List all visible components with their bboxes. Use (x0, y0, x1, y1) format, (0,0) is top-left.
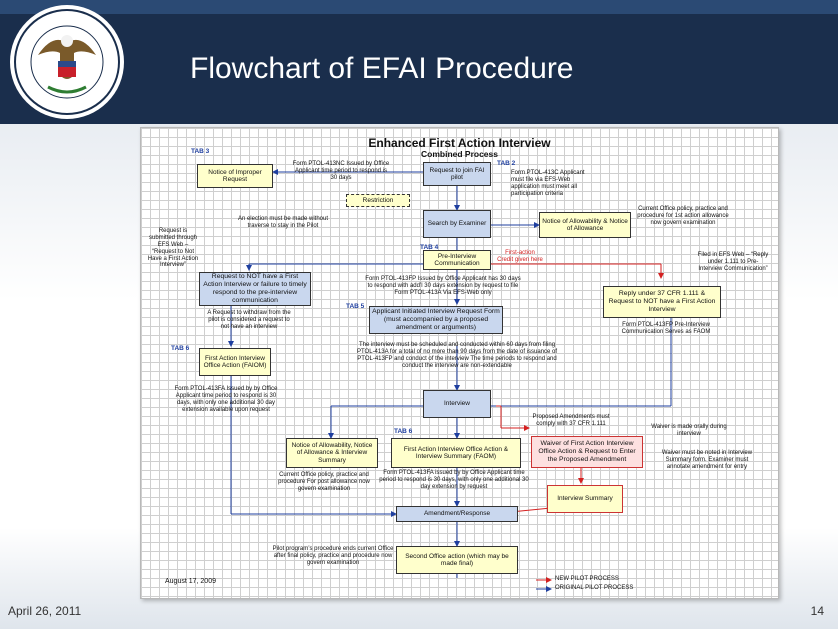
interview-box: Interview (423, 390, 491, 418)
note-withdraw: A Request to withdraw from the pilot is … (207, 310, 291, 330)
faiom-box: First Action Interview Office Action & I… (391, 438, 521, 468)
note-pilot-program: Pilot program’s procedure ends current O… (272, 546, 394, 566)
chart-title: Enhanced First Action Interview (368, 136, 551, 150)
header-top-bar (0, 0, 838, 14)
note-scheduled: The interview must be scheduled and cond… (357, 342, 558, 369)
flowchart-image: Enhanced First Action Interview Combined… (140, 127, 779, 599)
amendment-response-box: Amendment/Response (396, 506, 518, 522)
search-box: Search by Examiner (423, 210, 491, 238)
notice-improper-box: Notice of Improper Request (197, 164, 273, 188)
chart-date: August 17, 2009 (165, 578, 216, 585)
page-number: 14 (810, 604, 824, 618)
note-ptol413fa-issued: Form PTOL-413FA issued by by Office Appl… (379, 470, 529, 490)
footer-date: April 26, 2011 (8, 604, 82, 618)
note-ptol413fp-top: Form PTOL-413FP Issued by Office Applica… (365, 276, 521, 296)
note-proposed-amendments: Proposed Amendments must comply with 37 … (532, 414, 610, 427)
slide-header: Flowchart of EFAI Procedure (0, 0, 838, 124)
tab-label: TAB 6 (394, 428, 413, 435)
waiver-box: Waiver of First Action Interview Office … (531, 436, 643, 468)
faiofa-box: First Action Interview Office Action (FA… (199, 348, 271, 376)
pre-interview-box: Pre-Interview Communication (423, 250, 491, 270)
second-action-box: Second Office action (which may be made … (396, 546, 518, 574)
note-ptol413nc: Form PTOL-413NC Issued by Office Applica… (292, 161, 390, 181)
restriction-box: Restriction (346, 194, 410, 207)
chart-subtitle: Combined Process (421, 149, 498, 159)
note-waiver-orally: Waiver is made orally during interview (651, 424, 727, 437)
request-join-box: Request to join FAI pilot (423, 162, 491, 186)
note-election: An election must be made without travers… (237, 216, 329, 229)
note-filed-efs: Filed in EFS Web – “Reply under 1.111 to… (697, 252, 769, 272)
tab-label: TAB 6 (171, 345, 190, 352)
reply-under-box: Reply under 37 CFR 1.111 & Request to NO… (603, 286, 721, 318)
legend-new-pilot: NEW PILOT PROCESS (555, 576, 619, 582)
note-ptol413c: Form PTOL-413C Applicant must file via E… (511, 170, 585, 197)
note-ptol413fp-right: Form PTOL-413FP Pre-Interview Communicat… (621, 322, 711, 335)
uspto-seal-icon (10, 5, 124, 119)
request-not-box: Request to NOT have a First Action Inter… (199, 272, 311, 306)
note-first-action-credit: First-action Credit given here (497, 250, 543, 263)
notice-allowance-summary-box: Notice of Allowability, Notice of Allowa… (286, 438, 378, 468)
tab-label: TAB 5 (346, 303, 365, 310)
note-current-policy-top: Current Office policy, practice and proc… (637, 206, 729, 226)
interview-summary-box: Interview Summary (547, 485, 623, 513)
slide-title: Flowchart of EFAI Procedure (190, 52, 574, 85)
note-waiver-noted: Waiver must be noted in Interview Summar… (661, 450, 753, 470)
note-request-submitted: Request is submitted through EFS Web – “… (147, 228, 199, 269)
tab-label: TAB 4 (420, 244, 439, 251)
note-current-policy-bottom: Current Office policy, practice and proc… (278, 472, 370, 492)
applicant-request-box: Applicant Initiated Interview Request Fo… (369, 306, 503, 334)
legend-original-pilot: ORIGINAL PILOT PROCESS (555, 585, 634, 591)
notice-allowance-box: Notice of Allowability & Notice of Allow… (539, 212, 631, 238)
tab-label: TAB 2 (497, 160, 516, 167)
tab-label: TAB 3 (191, 148, 210, 155)
note-ptol413fa: Form PTOL-413FA Issued by by Office Appl… (174, 386, 278, 413)
